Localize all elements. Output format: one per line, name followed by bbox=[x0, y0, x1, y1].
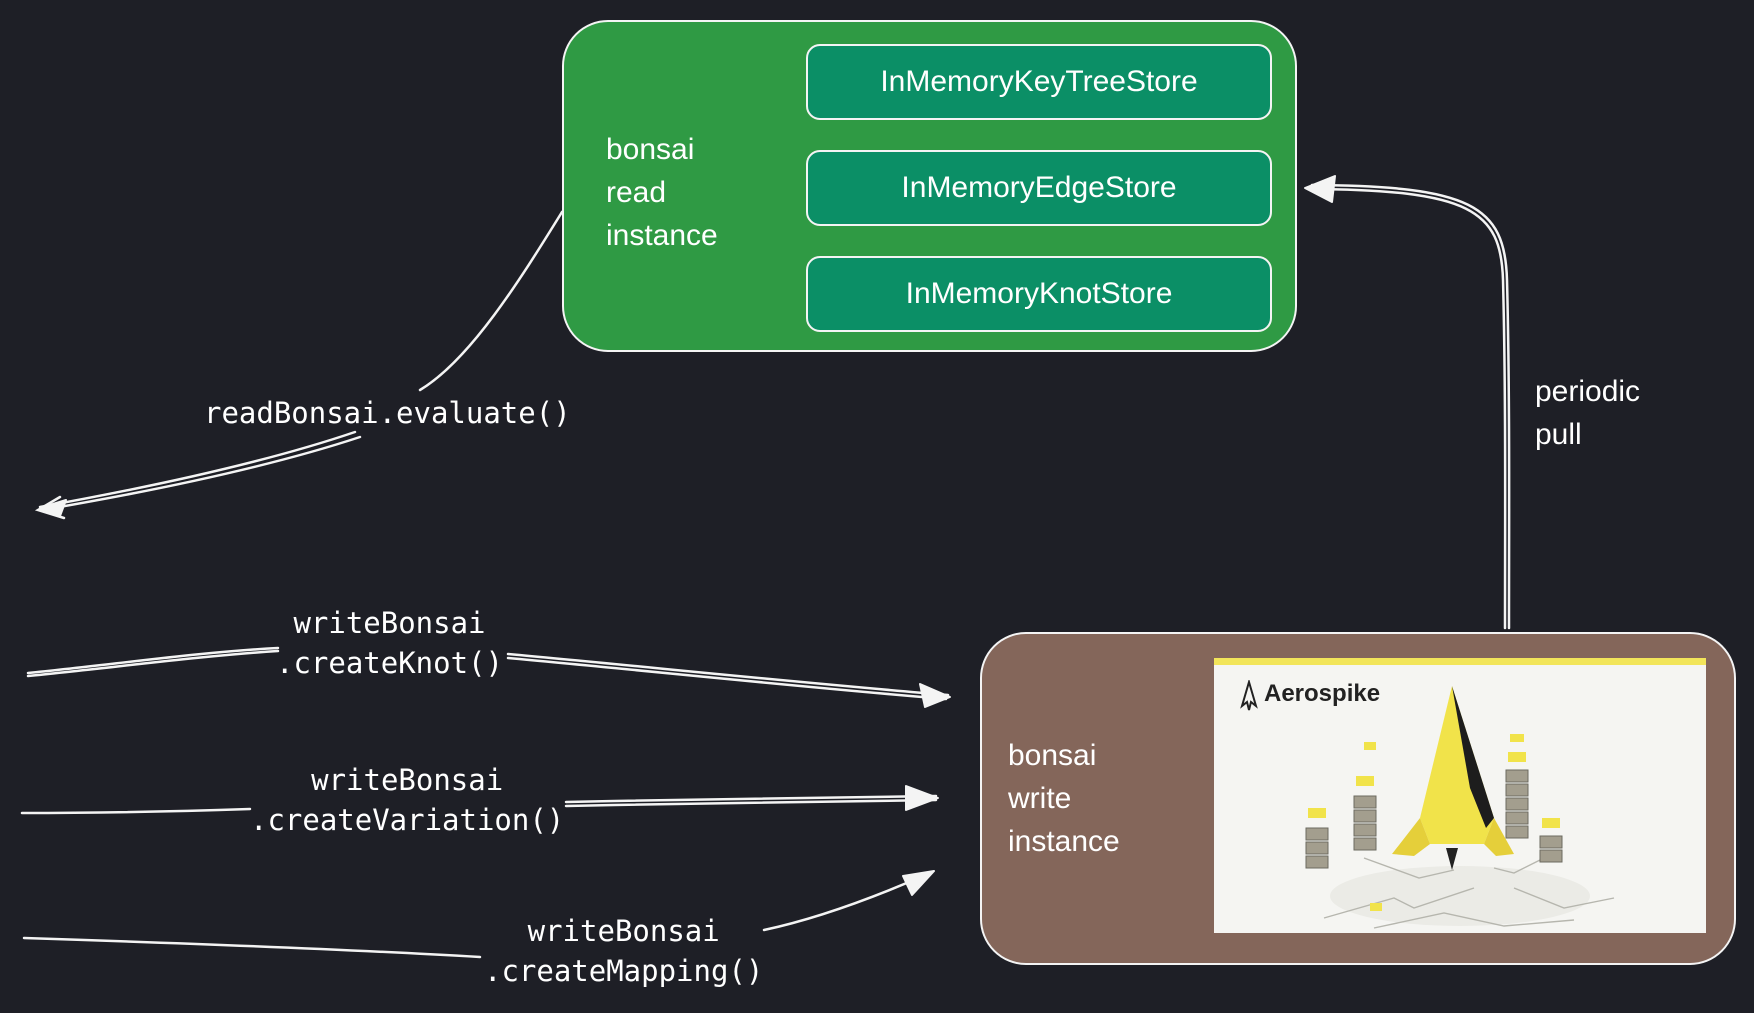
periodic-pull-label-line-2: pull bbox=[1535, 418, 1582, 451]
create-variation-label-line-1: writeBonsai bbox=[311, 763, 504, 797]
create-mapping-arrow bbox=[22, 936, 482, 959]
read-evaluate-arrow bbox=[418, 210, 564, 392]
store-key-tree: InMemoryKeyTreeStore bbox=[806, 44, 1272, 120]
aerospike-rocket-logo bbox=[1240, 680, 1258, 711]
read-instance-label: bonsai read instance bbox=[606, 128, 718, 257]
periodic-pull-arrow bbox=[1308, 187, 1507, 630]
create-knot-label-line-2: .createKnot() bbox=[276, 646, 503, 680]
create-mapping-label-line-2: .createMapping() bbox=[484, 954, 764, 988]
read-evaluate-label: readBonsai.evaluate() bbox=[204, 396, 571, 430]
store-edge: InMemoryEdgeStore bbox=[806, 150, 1272, 226]
create-mapping-label: writeBonsai .createMapping() bbox=[484, 911, 763, 991]
periodic-pull-label-line-1: periodic bbox=[1535, 375, 1641, 408]
read-label-line-1: bonsai bbox=[606, 133, 695, 166]
create-mapping-label-line-1: writeBonsai bbox=[527, 914, 720, 948]
write-label-line-1: bonsai bbox=[1008, 739, 1097, 772]
periodic-pull-label: periodic pull bbox=[1535, 370, 1640, 456]
write-label-line-2: write bbox=[1008, 782, 1072, 815]
write-instance-label: bonsai write instance bbox=[1008, 734, 1120, 863]
server-stack-right bbox=[1505, 769, 1563, 863]
read-label-line-2: read bbox=[606, 176, 667, 209]
create-knot-label: writeBonsai .createKnot() bbox=[276, 603, 503, 683]
create-variation-label-line-2: .createVariation() bbox=[250, 803, 565, 837]
read-instance-box: bonsai read instance InMemoryKeyTreeStor… bbox=[562, 20, 1297, 352]
create-knot-label-line-1: writeBonsai bbox=[293, 606, 486, 640]
read-label-line-3: instance bbox=[606, 219, 718, 252]
create-variation-label: writeBonsai .createVariation() bbox=[250, 760, 564, 840]
create-variation-arrow bbox=[20, 807, 252, 815]
aerospike-illustration bbox=[1305, 686, 1615, 929]
aerospike-brand-text: Aerospike bbox=[1264, 680, 1381, 707]
store-knot: InMemoryKnotStore bbox=[806, 256, 1272, 332]
create-knot-arrow bbox=[26, 646, 280, 675]
server-stack-left bbox=[1305, 795, 1377, 869]
write-label-line-3: instance bbox=[1008, 825, 1120, 858]
aerospike-image: Aerospike bbox=[1214, 658, 1706, 933]
